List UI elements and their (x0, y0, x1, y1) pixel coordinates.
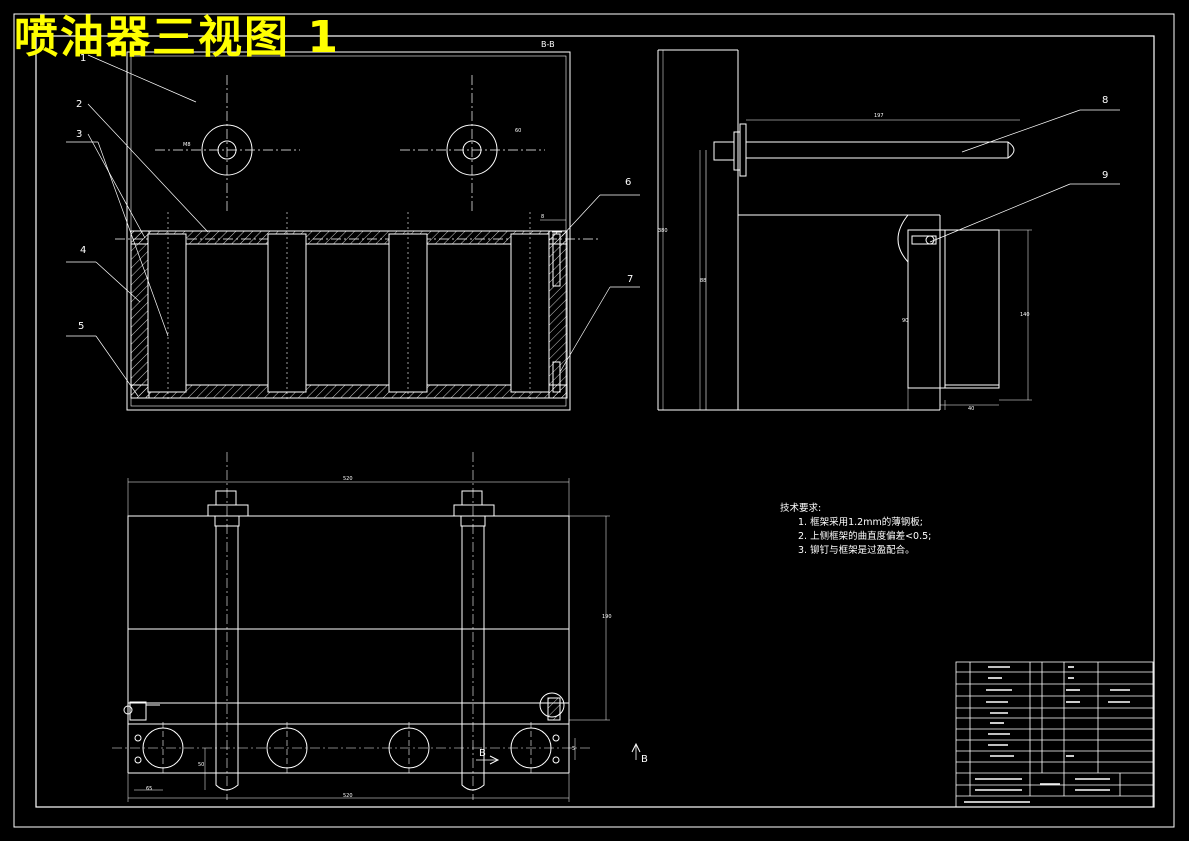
svg-text:65: 65 (146, 786, 152, 792)
front-section-view: M8 60 8 (66, 51, 640, 411)
tech-requirement-1: 1. 框架采用1.2mm的薄钢板; (798, 517, 923, 528)
svg-text:8: 8 (541, 214, 544, 220)
callout-2: 2 (76, 99, 82, 110)
side-view-callouts: 8 9 (1102, 95, 1108, 181)
svg-text:520: 520 (343, 793, 353, 799)
svg-text:520: 520 (343, 476, 353, 482)
svg-text:40: 40 (968, 406, 974, 412)
callout-6: 6 (625, 177, 631, 188)
svg-text:5: 5 (572, 746, 575, 752)
tech-requirement-3: 3. 铆钉与框架是过盈配合。 (798, 545, 915, 556)
svg-text:50: 50 (198, 762, 204, 768)
callout-7: 7 (627, 274, 633, 285)
callout-9: 9 (1102, 170, 1108, 181)
page-title: 喷油器三视图 1 (14, 12, 340, 63)
callout-4: 4 (80, 245, 86, 256)
tech-requirements-heading: 技术要求: (780, 503, 822, 514)
svg-text:90: 90 (902, 318, 908, 324)
section-marker-left: B (479, 748, 486, 759)
callout-5: 5 (78, 321, 84, 332)
svg-text:380: 380 (658, 228, 668, 234)
svg-text:88: 88 (700, 278, 706, 284)
callout-1: 1 (80, 53, 86, 64)
drawing-frame (13, 13, 1175, 828)
tech-requirements: 技术要求: 1. 框架采用1.2mm的薄钢板; 2. 上侧框架的曲直度偏差<0.… (780, 502, 931, 558)
top-view: 520 520 190 50 65 5 (112, 452, 641, 802)
section-marker-right: B (641, 754, 648, 765)
svg-text:197: 197 (874, 113, 884, 119)
section-label: B-B (541, 40, 555, 49)
svg-text:M8: M8 (183, 142, 191, 148)
title-block (955, 661, 1154, 808)
tech-requirement-2: 2. 上侧框架的曲直度偏差<0.5; (798, 531, 932, 542)
callout-3: 3 (76, 129, 82, 140)
svg-text:140: 140 (1020, 312, 1030, 318)
svg-text:190: 190 (602, 614, 612, 620)
callout-8: 8 (1102, 95, 1108, 106)
front-view-callouts: 1 2 3 4 5 6 7 (76, 53, 633, 332)
side-view: 197 380 88 90 140 40 (657, 49, 1120, 412)
svg-text:60: 60 (515, 128, 521, 134)
